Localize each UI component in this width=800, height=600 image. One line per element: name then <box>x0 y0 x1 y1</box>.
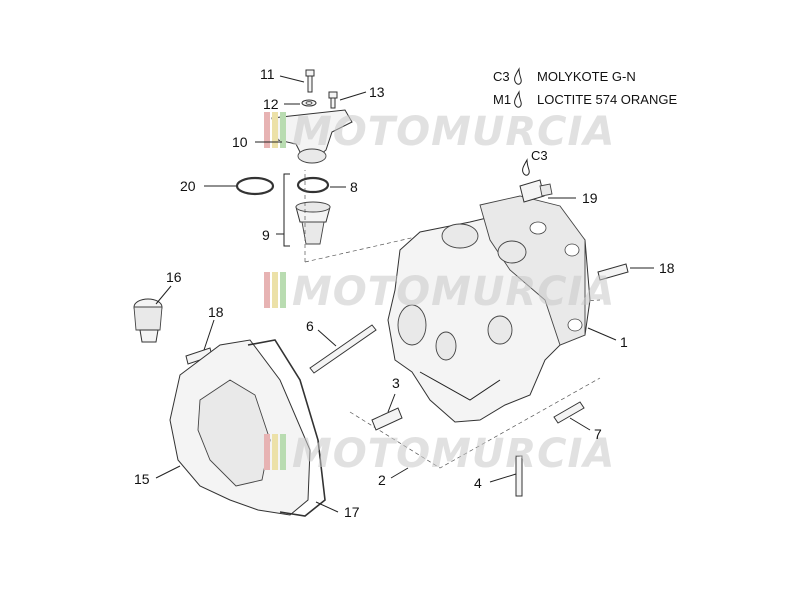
plug-body <box>133 306 163 331</box>
temperature-sender-19 <box>519 158 553 203</box>
stud-hole <box>529 221 547 235</box>
watermark-stripe <box>280 272 286 308</box>
drop-icon <box>514 90 522 108</box>
callout-18-right: 18 <box>659 260 675 276</box>
plug-stem <box>139 329 159 343</box>
sender-thread <box>539 183 553 197</box>
watermark-text: MOTOMURCIA <box>292 431 615 477</box>
fasteners <box>185 263 629 497</box>
watermark-text: MOTOMURCIA <box>292 109 615 155</box>
leader-16 <box>155 285 172 305</box>
watermark-stripe <box>280 112 286 148</box>
o-ring-8 <box>296 176 330 194</box>
callout-18-left: 18 <box>208 304 224 320</box>
bolt-11-head <box>305 69 315 77</box>
callout-11: 11 <box>260 66 275 82</box>
leader-18-left <box>203 319 215 351</box>
leader-2 <box>390 467 409 479</box>
watermark-stripe <box>264 434 270 470</box>
leader-lines <box>155 75 654 513</box>
cylinder-head-1 <box>387 195 591 423</box>
callout-13: 13 <box>369 84 385 100</box>
watermark-text: MOTOMURCIA <box>292 269 615 315</box>
watermark-stripe <box>272 272 278 308</box>
legend-c3-code: C3 <box>493 69 510 84</box>
guide-line <box>304 235 421 263</box>
leader-1 <box>587 327 617 341</box>
callout-8: 8 <box>350 179 358 195</box>
watermark-stripe <box>272 434 278 470</box>
watermark-stripe <box>272 112 278 148</box>
thermostat-9-body <box>301 221 325 245</box>
drop-icon <box>522 158 530 176</box>
callout-1: 1 <box>620 334 628 350</box>
exhaust-port <box>435 331 457 361</box>
dowel-3 <box>371 407 403 431</box>
thermostat-housing-group <box>235 69 353 247</box>
stud-4 <box>515 455 523 497</box>
callout-labels: 11 12 13 10 20 8 9 C3 19 18 1 6 7 3 2 4 … <box>134 66 675 520</box>
watermark: MOTOMURCIA MOTOMURCIA MOTOMURCIA <box>264 109 615 477</box>
stud-6 <box>309 324 377 374</box>
lubricant-legend: C3 MOLYKOTE G-N M1 LOCTITE 574 ORANGE <box>493 67 677 108</box>
leader-4 <box>489 473 517 483</box>
casting-rib <box>419 371 501 401</box>
callout-9: 9 <box>262 227 270 243</box>
thermostat-seat <box>441 223 479 249</box>
callout-17: 17 <box>344 504 360 520</box>
callout-6: 6 <box>306 318 314 334</box>
callout-10: 10 <box>232 134 248 150</box>
valve-cover-group <box>169 339 326 517</box>
group-bracket-9 <box>283 173 290 247</box>
callout-15: 15 <box>134 471 150 487</box>
bolt-13-head <box>328 91 338 99</box>
leader-7 <box>569 417 591 431</box>
callout-3: 3 <box>392 375 400 391</box>
sender-body <box>519 179 545 203</box>
drop-icon <box>514 67 522 85</box>
legend-m1-code: M1 <box>493 92 511 107</box>
valve-cover-rib <box>197 379 271 487</box>
oil-filler-plug-16 <box>133 298 163 343</box>
callout-19: 19 <box>582 190 598 206</box>
intake-port <box>397 304 427 346</box>
leader-13 <box>339 91 367 101</box>
bolt-11-shank <box>307 75 313 93</box>
bolt-13-shank <box>330 97 336 109</box>
watermark-stripe <box>280 434 286 470</box>
bolt-18-right <box>597 263 629 281</box>
bolt-7 <box>553 401 585 424</box>
leader-15 <box>155 465 181 479</box>
callout-20: 20 <box>180 178 196 194</box>
stud-hole <box>564 243 580 257</box>
callout-12: 12 <box>263 96 279 112</box>
callout-4: 4 <box>474 475 482 491</box>
callout-7: 7 <box>594 426 602 442</box>
callout-c3-mark: C3 <box>531 148 548 163</box>
thermostat-9-top <box>295 201 331 213</box>
guide-line <box>349 377 601 469</box>
housing-outlet <box>297 148 327 164</box>
watermark-stripe <box>264 112 270 148</box>
leader-3 <box>387 393 396 413</box>
cam-journal <box>487 315 513 345</box>
callout-16: 16 <box>166 269 182 285</box>
valve-cover-gasket-17 <box>247 339 326 517</box>
spark-plug-bore <box>497 240 527 264</box>
watermark-stripe <box>264 272 270 308</box>
washer-12-hole <box>305 101 313 105</box>
legend-m1-text: LOCTITE 574 ORANGE <box>537 92 677 107</box>
o-ring-20 <box>235 176 275 196</box>
leader-17 <box>315 501 339 513</box>
leader-11 <box>279 75 305 83</box>
legend-c3-text: MOLYKOTE G-N <box>537 69 636 84</box>
leader-6 <box>317 329 337 347</box>
callout-2: 2 <box>378 472 386 488</box>
stud-hole <box>567 318 583 332</box>
